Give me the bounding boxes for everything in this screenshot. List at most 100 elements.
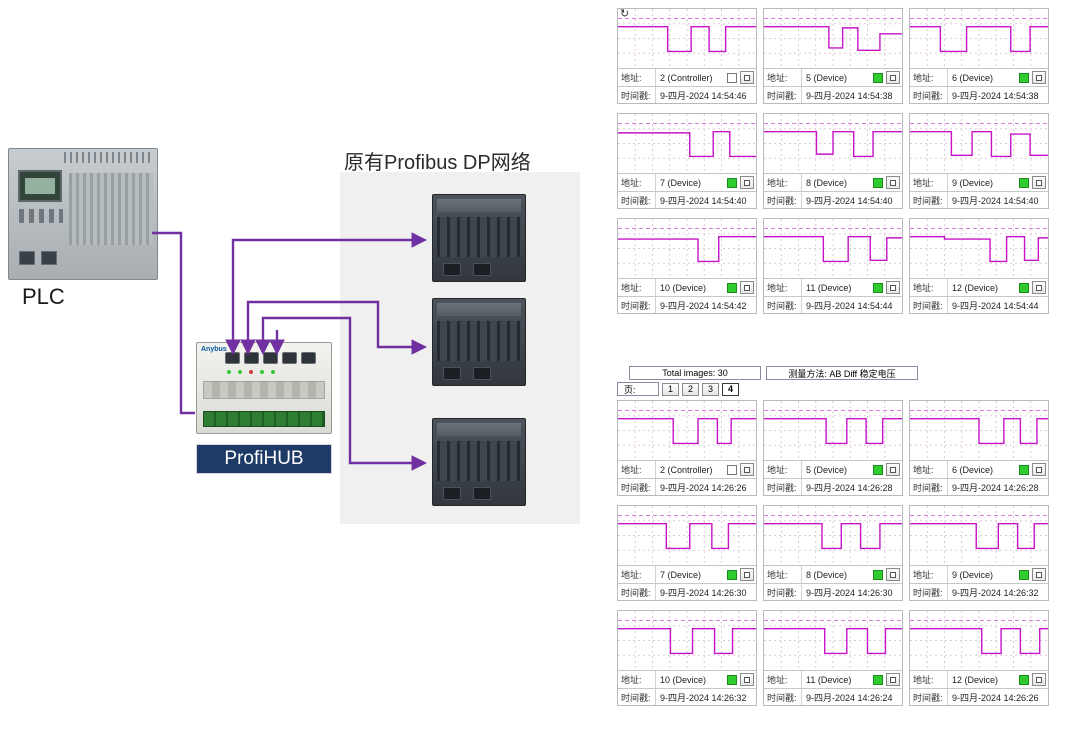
timestamp-label: 时间戳: [910,584,948,600]
waveform-plot[interactable] [764,114,902,174]
expand-button[interactable] [740,176,754,189]
status-indicator[interactable] [873,464,883,475]
expand-button[interactable] [1032,71,1046,84]
address-row: 地址: 10 (Device) [618,279,756,296]
waveform-cell: 地址: 12 (Device) 时间戳: 9-四月-2024 14:26:26 [909,610,1049,706]
waveform-plot[interactable] [764,219,902,279]
expand-button[interactable] [740,71,754,84]
waveform-cell: 地址: 8 (Device) 时间戳: 9-四月-2024 14:54:40 [763,113,903,209]
status-indicator[interactable] [1019,569,1029,580]
status-indicator[interactable] [873,282,883,293]
expand-button[interactable] [886,176,900,189]
status-indicator[interactable] [727,177,737,188]
page-button-2[interactable]: 2 [682,382,699,396]
led [271,370,275,374]
address-value: 5 (Device) [806,72,848,83]
waveform-trace [910,419,1048,444]
waveform-plot[interactable] [764,9,902,69]
page-button-3[interactable]: 3 [702,382,719,396]
waveform-plot[interactable] [618,611,756,671]
address-label: 地址: [764,69,802,86]
page-button-1[interactable]: 1 [662,382,679,396]
expand-button[interactable] [1032,176,1046,189]
waveform-plot[interactable] [764,506,902,566]
dsub-port [301,352,316,364]
waveform-plot[interactable] [764,611,902,671]
waveform-plot[interactable] [910,401,1048,461]
waveform-plot[interactable] [910,9,1048,69]
waveform-trace [618,237,756,262]
expand-button[interactable] [886,673,900,686]
status-indicator[interactable] [1019,72,1029,83]
led [238,370,242,374]
waveform-plot[interactable] [618,114,756,174]
waveform-plot[interactable] [910,114,1048,174]
timestamp-value: 9-四月-2024 14:54:46 [660,90,747,101]
measure-method-label: 测量方法: AB Diff 稳定电压 [766,366,918,380]
status-indicator[interactable] [727,282,737,293]
status-indicator[interactable] [873,72,883,83]
waveform-svg [764,506,902,565]
status-indicator[interactable] [873,569,883,580]
expand-button[interactable] [1032,568,1046,581]
timestamp-value: 9-四月-2024 14:54:38 [952,90,1039,101]
waveform-plot[interactable] [618,219,756,279]
expand-icon [1036,676,1042,683]
expand-button[interactable] [886,71,900,84]
waveform-plot[interactable] [618,401,756,461]
page-label: 页: [617,382,659,396]
status-indicator[interactable] [1019,464,1029,475]
timestamp-label: 时间戳: [618,689,656,705]
timestamp-label: 时间戳: [764,192,802,208]
status-indicator[interactable] [727,72,737,83]
waveform-trace [764,237,902,262]
refresh-icon[interactable]: ↻ [620,8,630,20]
waveform-plot[interactable] [618,506,756,566]
expand-icon [744,571,750,578]
device-top-band [437,303,521,316]
expand-button[interactable] [740,568,754,581]
status-indicator[interactable] [1019,674,1029,685]
expand-button[interactable] [886,463,900,476]
expand-button[interactable] [740,463,754,476]
device-connector [443,367,461,380]
expand-button[interactable] [1032,281,1046,294]
waveform-plot[interactable] [910,506,1048,566]
waveform-trace [618,27,756,52]
profibus-device-3 [432,418,526,506]
waveform-plot[interactable] [764,401,902,461]
waveform-cell: 地址: 10 (Device) 时间戳: 9-四月-2024 14:26:32 [617,610,757,706]
profibus-device-2 [432,298,526,386]
waveform-cell: 地址: 10 (Device) 时间戳: 9-四月-2024 14:54:42 [617,218,757,314]
waveform-svg [764,611,902,670]
expand-button[interactable] [1032,463,1046,476]
waveform-trace [764,629,902,654]
address-value: 6 (Device) [952,464,994,475]
expand-button[interactable] [886,281,900,294]
status-indicator[interactable] [1019,282,1029,293]
address-value: 8 (Device) [806,177,848,188]
expand-button[interactable] [740,673,754,686]
status-indicator[interactable] [727,569,737,580]
expand-button[interactable] [1032,673,1046,686]
status-indicator[interactable] [873,177,883,188]
expand-button[interactable] [886,568,900,581]
status-indicator[interactable] [873,674,883,685]
waveform-plot[interactable] [910,611,1048,671]
timestamp-value: 9-四月-2024 14:54:38 [806,90,893,101]
status-indicator[interactable] [1019,177,1029,188]
timestamp-value: 9-四月-2024 14:26:32 [660,692,747,703]
status-indicator[interactable] [727,464,737,475]
status-indicator[interactable] [727,674,737,685]
timestamp-label: 时间戳: [910,297,948,313]
waveform-plot[interactable]: ↻ [618,8,756,69]
waveform-svg [764,401,902,460]
timestamp-row: 时间戳: 9-四月-2024 14:54:40 [910,191,1048,208]
page-button-4[interactable]: 4 [722,382,739,396]
timestamp-label: 时间戳: [764,297,802,313]
expand-button[interactable] [740,281,754,294]
plc-louvers [69,173,153,245]
waveform-plot[interactable] [910,219,1048,279]
expand-icon [890,284,896,291]
waveform-cell: 地址: 6 (Device) 时间戳: 9-四月-2024 14:54:38 [909,8,1049,104]
